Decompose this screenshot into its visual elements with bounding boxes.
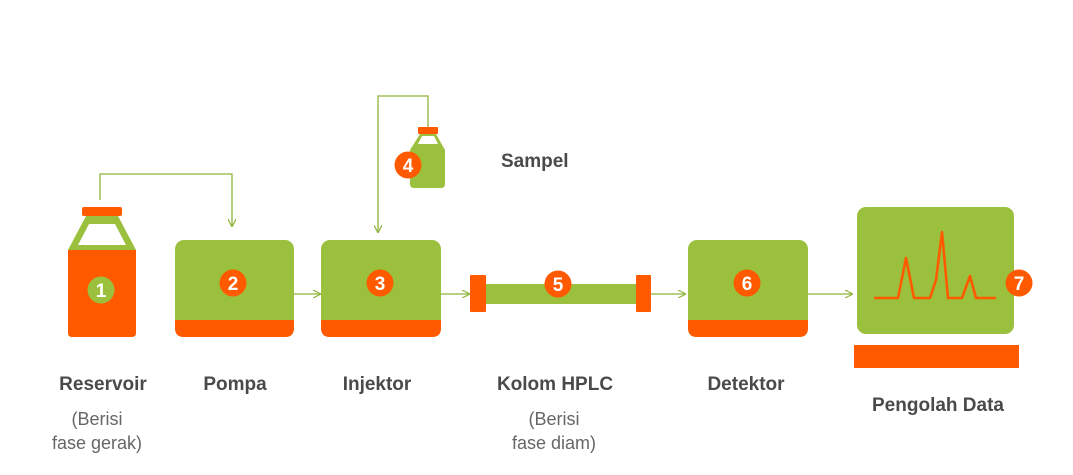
column-sublabel-line-2: fase diam) — [511, 433, 597, 453]
sample-label: Sampel — [501, 151, 569, 172]
step-number-1: 1 — [96, 281, 107, 302]
step-badge-7 — [1005, 269, 1033, 297]
column-sublabel: (Berisi fase diam) — [512, 407, 596, 455]
step-number-7: 7 — [1014, 274, 1025, 295]
step-number-2: 2 — [228, 274, 239, 295]
connectors — [99, 95, 852, 294]
step-badge-3 — [366, 269, 394, 297]
sample-vial: 4 — [394, 127, 445, 188]
step-number-4: 4 — [403, 156, 414, 177]
step-badge-5 — [544, 270, 572, 298]
reservoir-sublabel-line-1: (Berisi — [71, 409, 123, 429]
step-badge-1 — [87, 276, 115, 304]
hplc-column: 5 — [470, 270, 651, 312]
reservoir-label: Reservoir — [59, 374, 147, 395]
reservoir-bottle: 1 — [68, 207, 136, 337]
chromatogram-icon — [874, 230, 996, 300]
injector-label: Injektor — [342, 374, 412, 395]
step-number-6: 6 — [742, 274, 753, 295]
reservoir-sublabel: (Berisi fase gerak) — [52, 407, 142, 455]
column-label: Kolom HPLC — [496, 374, 614, 395]
detector-label: Detektor — [707, 374, 785, 395]
step-number-5: 5 — [553, 275, 564, 296]
reservoir-sublabel-line-2: fase gerak) — [51, 433, 143, 453]
step-number-3: 3 — [375, 274, 386, 295]
sample-to-injector-line — [378, 95, 429, 232]
reservoir-to-pump-line — [99, 173, 232, 226]
data-processor-monitor: 7 — [854, 207, 1033, 368]
pump-label: Pompa — [203, 374, 267, 395]
injector-box: 3 — [321, 240, 441, 337]
data-processor-label: Pengolah Data — [872, 395, 1004, 416]
step-badge-2 — [219, 269, 247, 297]
column-sublabel-line-1: (Berisi — [528, 409, 580, 429]
step-badge-6 — [733, 269, 761, 297]
detector-box: 6 — [688, 240, 808, 337]
pump-box: 2 — [175, 240, 294, 337]
step-badge-4 — [394, 151, 422, 179]
